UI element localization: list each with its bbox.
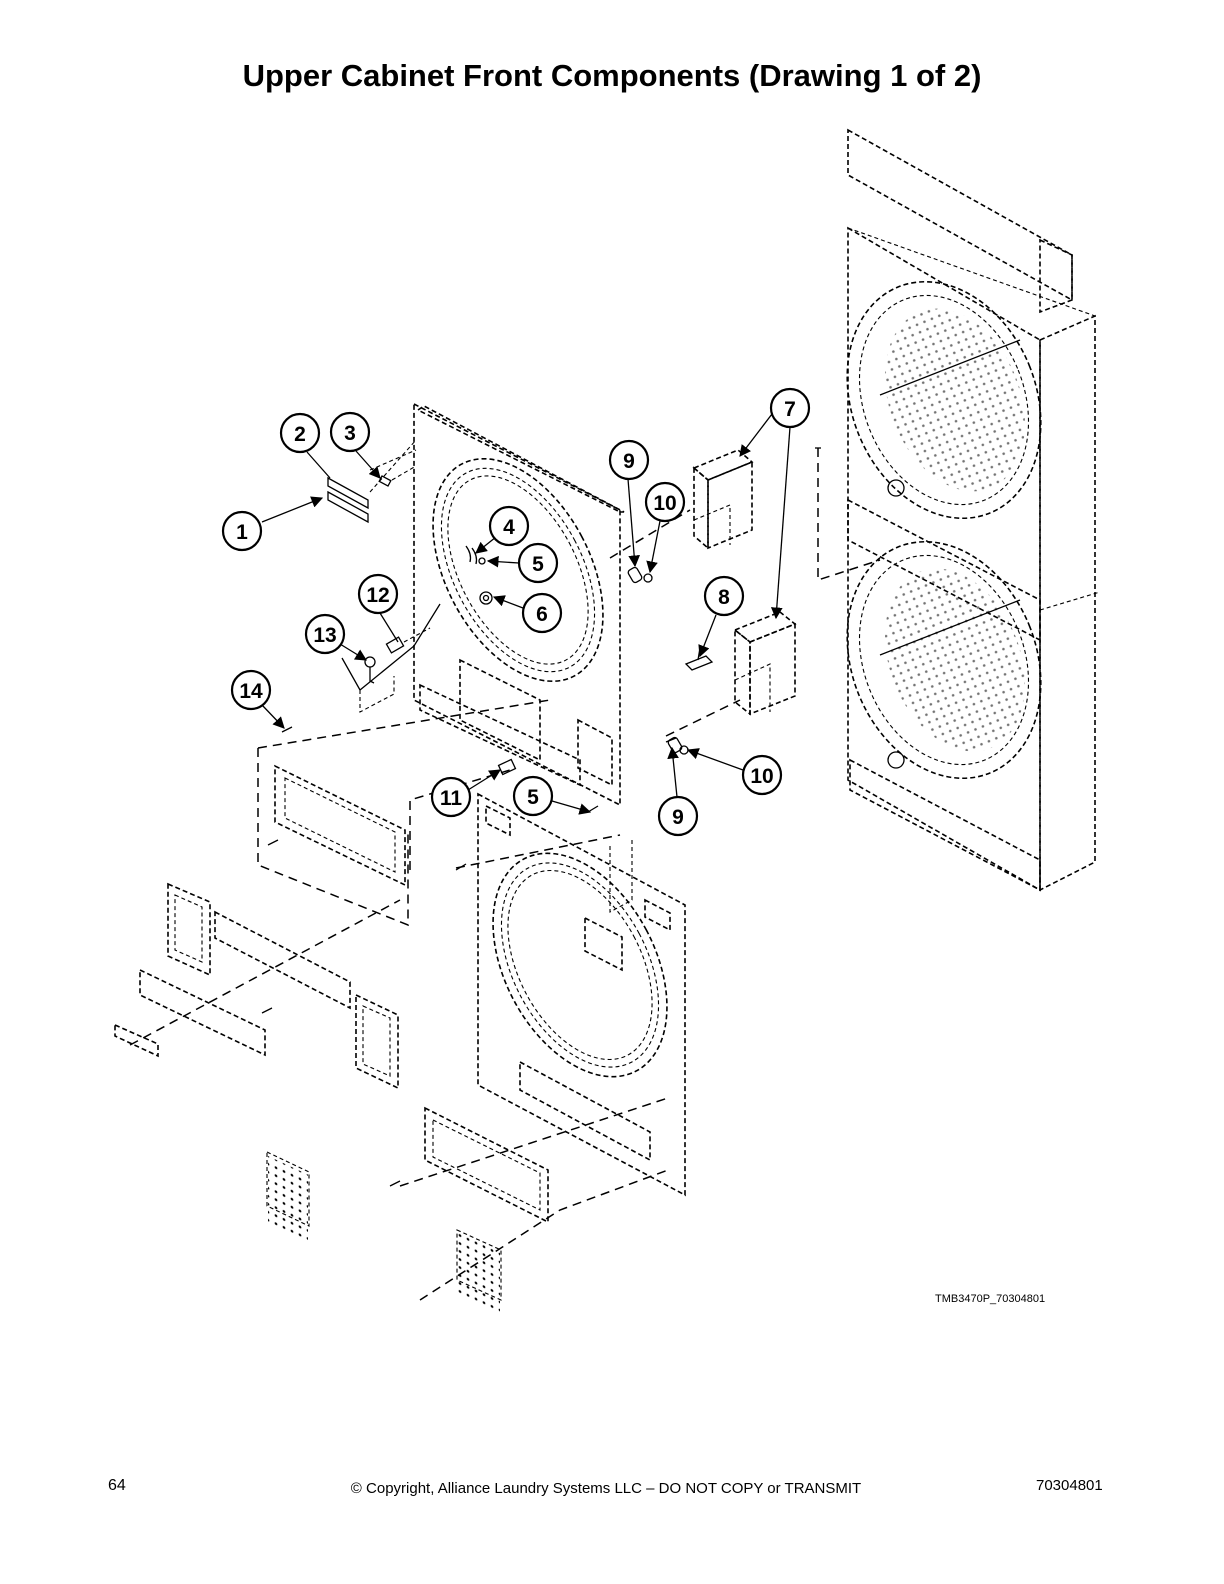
fastener-pair-upper [627,566,653,584]
upper-front-panel [413,402,625,807]
callout-9-lower-label: 9 [672,806,684,829]
callout-7-label: 7 [784,398,796,421]
callout-7[interactable]: 7 [739,387,811,620]
callout-6[interactable]: 6 [492,592,563,634]
callout-14-label: 14 [239,680,263,703]
document-number: 70304801 [1036,1477,1103,1494]
copyright-notice: © Copyright, Alliance Laundry Systems LL… [350,1480,862,1497]
control-bracket-lower [665,611,797,737]
lower-drum-opening [846,540,1042,780]
callout-14[interactable]: 14 [230,669,285,729]
callout-5-lower-label: 5 [527,786,539,809]
upper-drum-opening [846,280,1042,520]
fastener-pair-lower [667,736,689,755]
callout-10-upper[interactable]: 10 [644,481,686,574]
callout-2-label: 2 [294,423,306,446]
callout-5-lower[interactable]: 5 [512,775,592,817]
page-title: Upper Cabinet Front Components (Drawing … [242,58,982,93]
callout-3-label: 3 [344,422,356,445]
lock-and-key [341,603,441,713]
cabinet-assembly [815,128,1101,892]
callout-11[interactable]: 11 [430,769,501,818]
drawing-id: TMB3470P_70304801 [935,1293,1046,1305]
callout-5-label: 5 [532,553,544,576]
callout-5[interactable]: 5 [486,542,559,584]
callout-13[interactable]: 13 [304,613,367,661]
callout-10-lower[interactable]: 10 [686,748,783,796]
callout-9-upper[interactable]: 9 [608,439,650,568]
callout-4[interactable]: 4 [475,505,530,554]
callout-8-label: 8 [718,586,730,609]
callout-4-label: 4 [503,516,515,539]
trim-panels [114,699,669,1317]
callout-10-upper-label: 10 [653,492,676,515]
label-plates [327,439,417,524]
clip-part [684,647,714,671]
callout-9-upper-label: 9 [623,450,635,473]
callout-8[interactable]: 8 [698,575,745,658]
callout-1[interactable]: 1 [221,496,324,552]
callout-10-lower-label: 10 [750,765,773,788]
callout-12[interactable]: 12 [357,573,399,643]
callout-9-lower[interactable]: 9 [657,746,699,837]
lower-front-panel [477,792,686,1197]
callout-11-label: 11 [440,787,463,810]
callout-1-label: 1 [236,521,248,544]
callout-6-label: 6 [536,603,548,626]
callout-3[interactable]: 3 [329,411,381,479]
callout-12-label: 12 [366,584,389,607]
callout-2[interactable]: 2 [279,412,331,479]
callout-13-label: 13 [313,624,336,647]
page-number: 64 [108,1477,126,1494]
